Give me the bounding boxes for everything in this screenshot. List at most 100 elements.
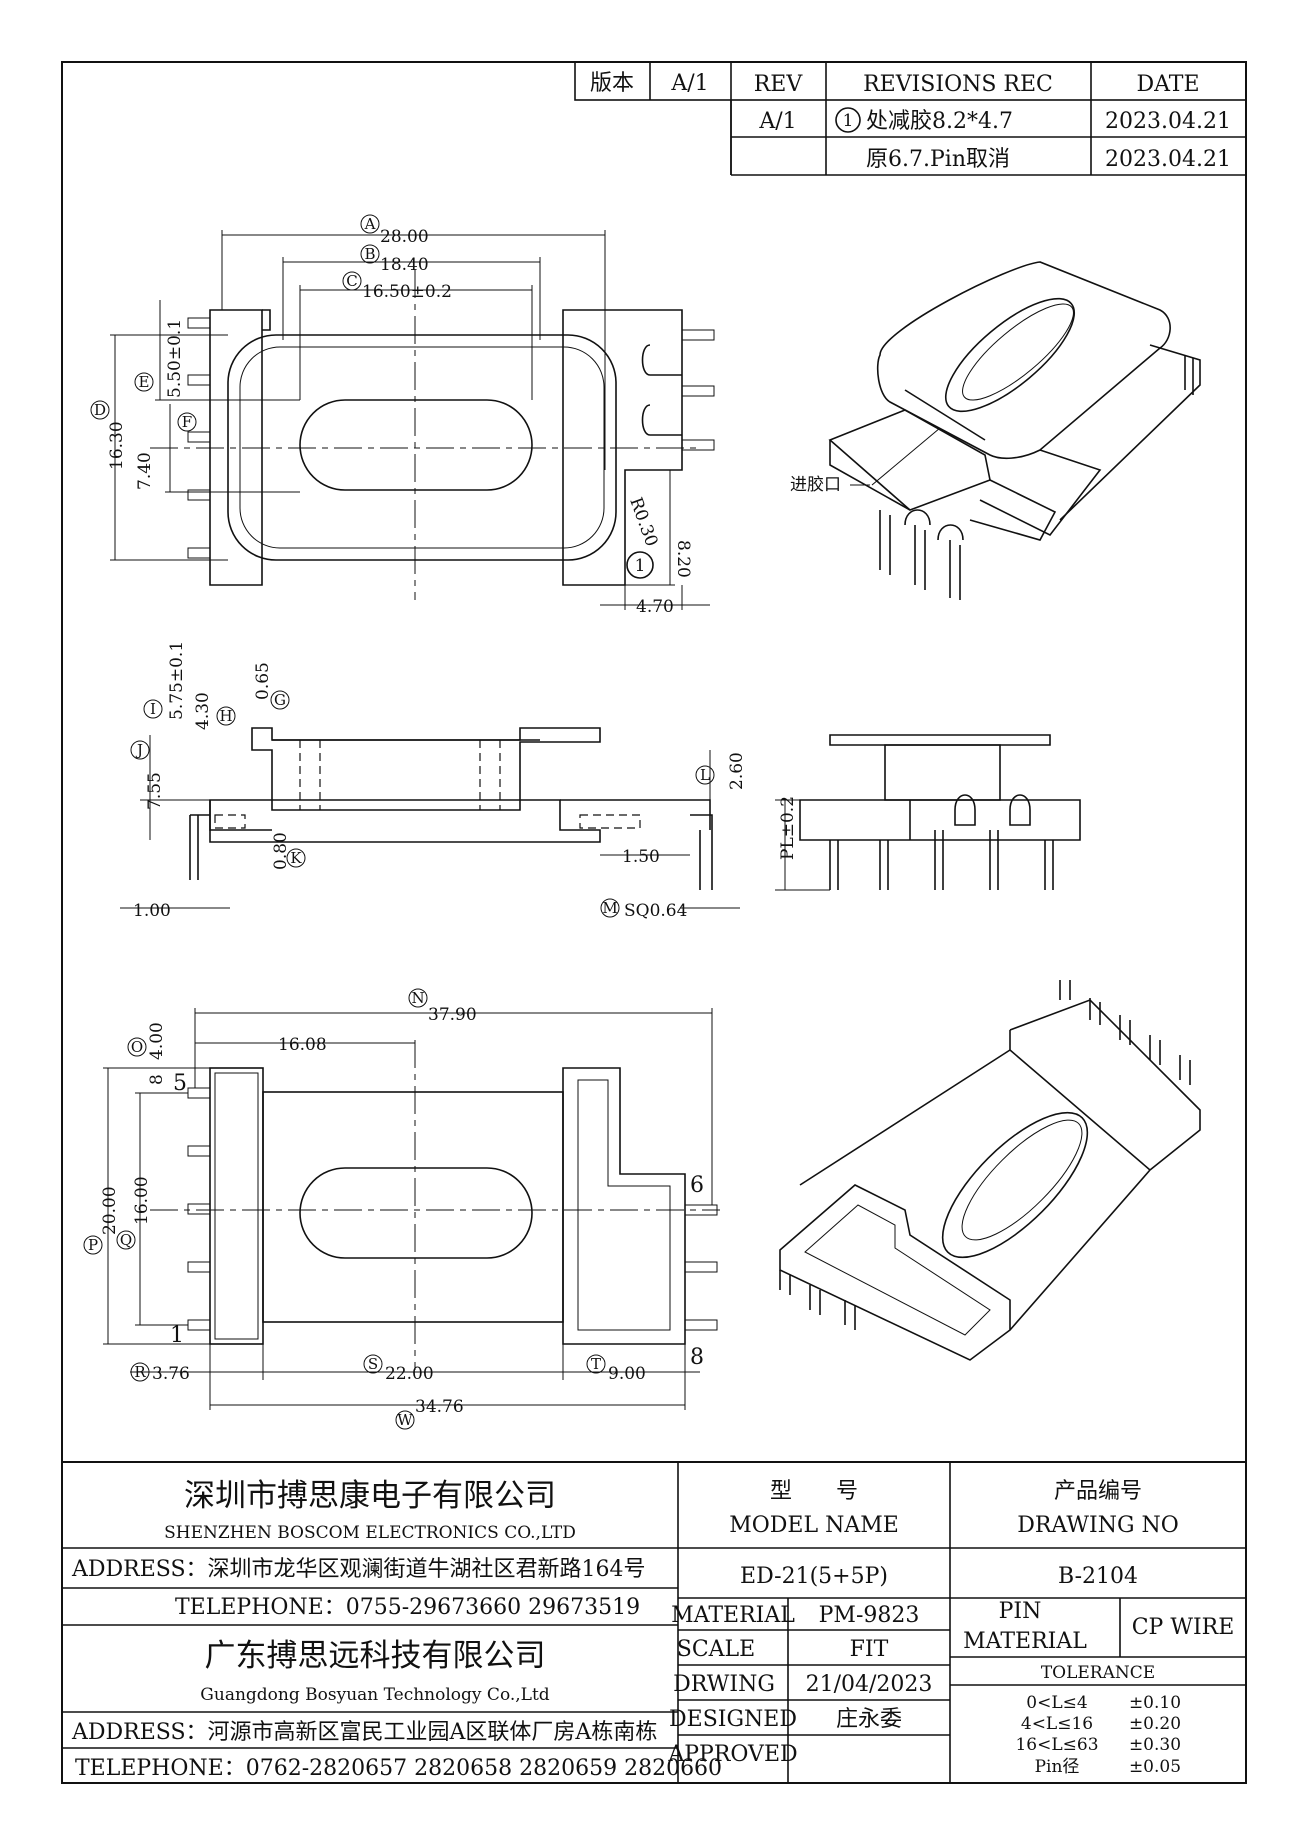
dim-o: 4.00 [147,1022,167,1060]
dim-radius: R0.30 [625,495,661,549]
scale-value: FIT [850,1637,889,1662]
svg-text:R: R [134,1363,146,1381]
top-view: A 28.00 B 18.40 C 16.50±0.2 D 16.30 E 5.… [90,214,715,617]
version-label: 版本 [590,71,634,96]
gate-label: 进胶口 [790,475,841,495]
svg-text:E: E [139,373,150,391]
svg-text:B: B [364,245,375,263]
material-label: MATERIAL [671,1603,795,1628]
company-cn: 深圳市搏思康电子有限公司 [184,1478,556,1514]
designed-label: DESIGNED [669,1707,797,1732]
bottom-view: N 37.90 16.08 O 4.00 8 P 20.00 Q 16.00 5… [83,988,720,1430]
dim-a: 28.00 [380,227,429,247]
svg-text:F: F [182,413,192,431]
svg-text:K: K [290,849,302,867]
dim-d: 16.30 [107,421,127,470]
dim-t: 9.00 [608,1364,646,1384]
scale-label: SCALE [677,1637,755,1662]
svg-text:S: S [368,1355,378,1373]
pin-8: 8 [690,1345,704,1370]
title-block: 深圳市搏思康电子有限公司 SHENZHEN BOSCOM ELECTRONICS… [62,1461,1246,1783]
svg-text:D: D [94,401,106,419]
rev-row2-text: 原6.7.Pin取消 [866,147,1010,172]
model-en: MODEL NAME [729,1513,899,1538]
address-1: ADDRESS：深圳市龙华区观澜街道牛湖社区君新路164号 [71,1557,646,1582]
company-en: SHENZHEN BOSCOM ELECTRONICS CO.,LTD [164,1523,576,1543]
svg-text:P: P [88,1236,98,1254]
dim-small-8: 8 [147,1074,167,1085]
dim-4-70: 4.70 [636,597,674,617]
dim-s: 22.00 [385,1364,434,1384]
dim-r: 3.76 [152,1364,190,1384]
dim-p: 20.00 [100,1186,120,1235]
dim-k: 0.80 [271,832,291,870]
isometric-view-bottom [779,980,1201,1361]
dim-w: 34.76 [415,1397,464,1417]
designed-value: 庄永委 [836,1707,902,1732]
dim-e: 5.50±0.1 [165,319,185,398]
records-header: REVISIONS REC [863,72,1053,97]
rev-row1-rev: A/1 [758,109,796,134]
rev-row1-text: 处减胶8.2*4.7 [866,109,1013,134]
telephone-1: TELEPHONE：0755-29673660 29673519 [175,1595,640,1620]
model-value: ED-21(5+5P) [740,1564,888,1589]
company2-cn: 广东搏思远科技有限公司 [205,1638,546,1674]
svg-text:H: H [219,707,232,725]
svg-text:L: L [700,766,710,784]
rev-row1-date: 2023.04.21 [1105,109,1231,134]
pin-6: 6 [690,1173,704,1198]
model-cn: 型 号 [770,1479,858,1504]
tol-range-1: 0<L≤4 [1026,1693,1087,1713]
rev-row2-date: 2023.04.21 [1105,147,1231,172]
revision-marker-circle [835,107,861,133]
dim-h: 4.30 [193,692,213,730]
dim-q: 16.00 [132,1176,152,1225]
drwing-label: DRWING [673,1672,775,1697]
pin-label: PIN [999,1599,1042,1624]
drwing-value: 21/04/2023 [806,1672,933,1697]
dim-1-50: 1.50 [622,847,660,867]
dim-8-20: 8.20 [673,540,693,578]
svg-text:Q: Q [120,1231,132,1249]
dim-i: 5.75±0.1 [167,641,187,720]
rev-row1-mark: 1 [843,111,854,131]
dim-f: 7.40 [135,452,155,490]
svg-text:N: N [411,989,424,1007]
front-view: PL±0.2 [775,734,1081,891]
side-view: I 5.75±0.1 H 4.30 G 0.65 J 7.55 K 0.80 L… [120,641,747,921]
dim-g: 0.65 [253,662,273,700]
svg-text:O: O [131,1038,143,1056]
tol-value-4: ±0.05 [1129,1757,1181,1777]
approved-label: APPROVED [667,1742,797,1767]
isometric-view-top: 进胶口 [790,261,1201,600]
version-value: A/1 [670,71,708,96]
pin-material-value: CP WIRE [1132,1615,1235,1640]
rev-header: REV [754,72,804,97]
material-value: PM-9823 [819,1603,920,1628]
svg-text:G: G [274,691,286,709]
svg-text:I: I [150,700,156,718]
pin-1: 1 [170,1323,184,1348]
drawing-value: B-2104 [1058,1564,1138,1589]
top-view-rev-mark: 1 [635,556,646,576]
dim-b: 18.40 [380,255,429,275]
company2-en: Guangdong Bosyuan Technology Co.,Ltd [200,1685,550,1705]
drawing-cn: 产品编号 [1054,1479,1142,1504]
tol-value-1: ±0.10 [1129,1693,1181,1713]
tol-range-3: 16<L≤63 [1015,1735,1098,1755]
tol-value-2: ±0.20 [1129,1714,1181,1734]
pin-material-label: MATERIAL [963,1629,1087,1654]
svg-text:A: A [364,215,376,233]
dim-j: 7.55 [145,772,165,810]
dim-n: 37.90 [428,1005,477,1025]
revision-table: 版本 A/1 REV REVISIONS REC DATE A/1 1 处减胶8… [574,61,1247,176]
address-2: ADDRESS：河源市高新区富民工业园A区联体厂房A栋南栋 [71,1720,657,1745]
dim-pl: PL±0.2 [778,796,798,860]
svg-text:M: M [602,899,617,917]
svg-text:W: W [397,1411,413,1429]
pin-5: 5 [173,1071,187,1096]
dim-m: SQ0.64 [624,901,687,921]
drawing-en: DRAWING NO [1017,1513,1179,1538]
svg-text:T: T [591,1355,601,1373]
